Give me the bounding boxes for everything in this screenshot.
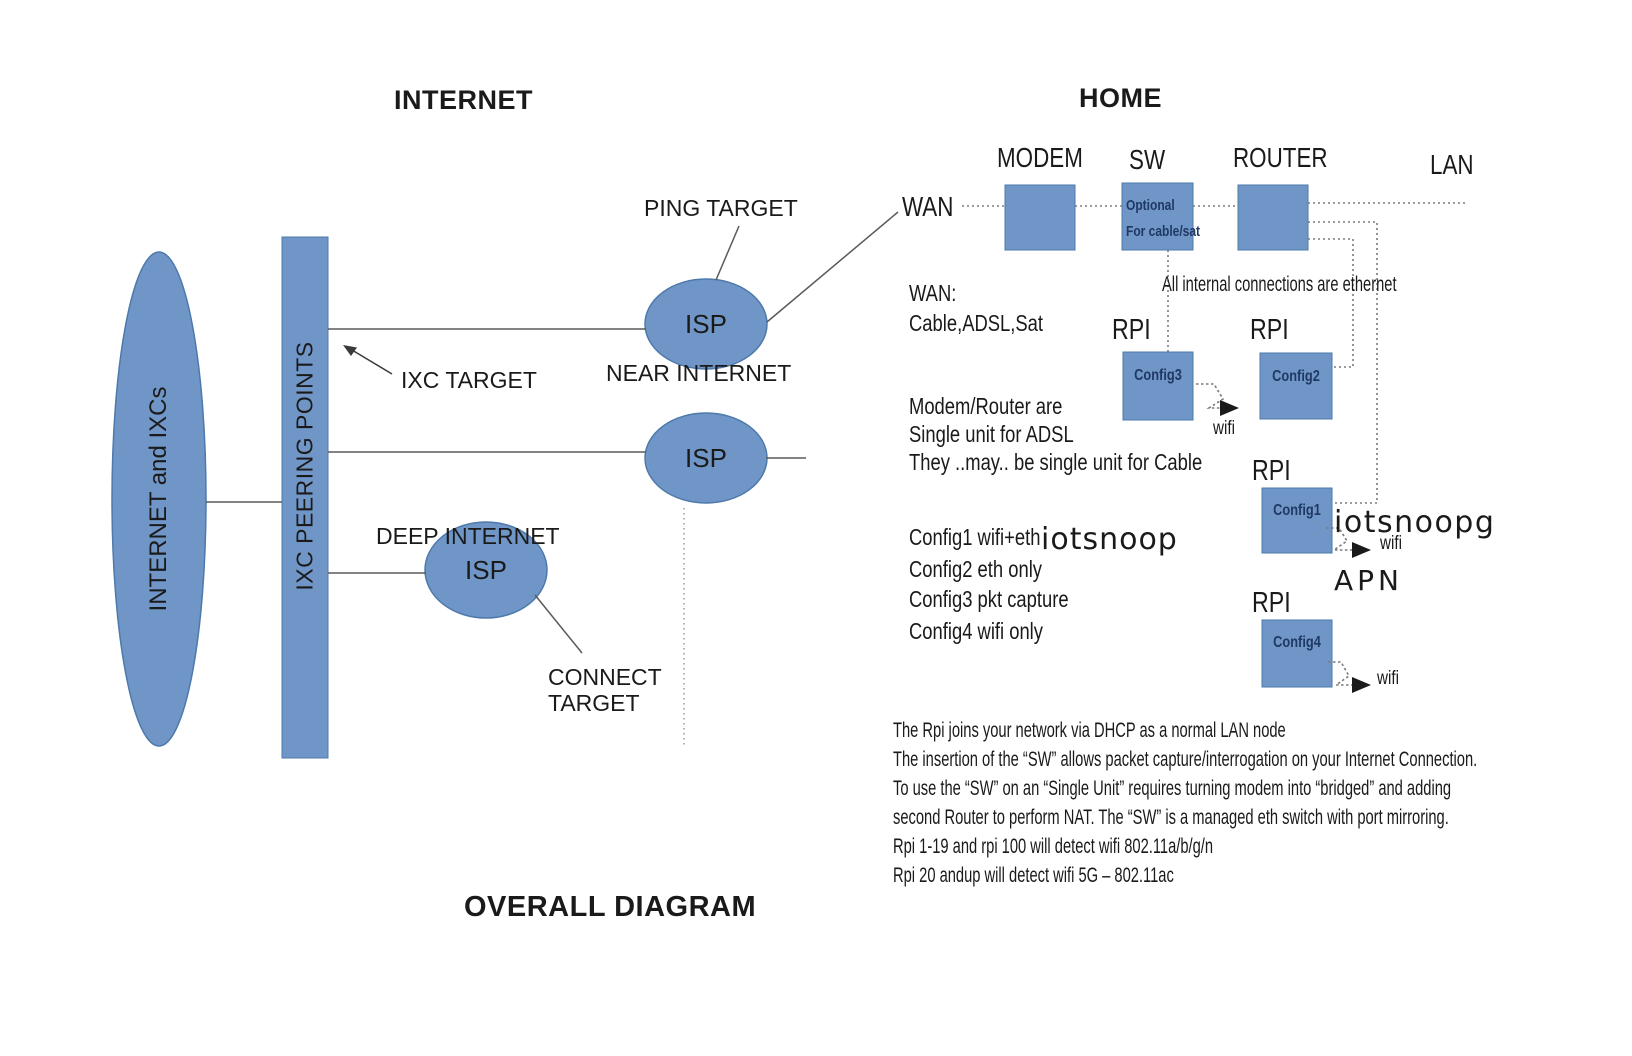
connect-target-line1: CONNECT — [548, 664, 662, 690]
isp-top-ellipse — [644, 278, 768, 370]
modem-note-line3: They ..may.. be single unit for Cable — [909, 449, 1203, 475]
footnote-line2: The insertion of the “SW” allows packet … — [893, 748, 1478, 771]
ixc-target-label: IXC TARGET — [401, 367, 537, 393]
config-list-line3: Config3 pkt capture — [909, 586, 1069, 612]
rpi-config4-box-label: Config4 — [1273, 634, 1321, 651]
isp-deep-label: ISP — [465, 555, 507, 585]
isp-to-wan-line — [766, 211, 899, 323]
router-box — [1237, 184, 1309, 251]
rpi-config3-box-label: Config3 — [1134, 367, 1182, 384]
ping-target-label: PING TARGET — [644, 195, 798, 221]
modem-box — [1004, 184, 1076, 251]
wifi-arrow-icon — [1220, 400, 1239, 416]
wifi-label-config1: wifi — [1380, 533, 1402, 554]
isp-mid-label: ISP — [685, 443, 727, 473]
overall-diagram-title: OVERALL DIAGRAM — [464, 891, 757, 923]
footnotes-block: The Rpi joins your network via DHCP as a… — [893, 716, 1632, 890]
rpi-label-config3: RPI — [1112, 314, 1151, 346]
config4-wifi-link — [1328, 661, 1371, 693]
rpi-label-config4: RPI — [1252, 587, 1291, 619]
rpi-config4-box — [1261, 619, 1333, 688]
ping-target-pointer-line — [715, 225, 740, 281]
modem-label: MODEM — [997, 142, 1083, 173]
footnote-line1: The Rpi joins your network via DHCP as a… — [893, 719, 1286, 742]
wan-label: WAN — [902, 191, 954, 222]
modem-note-line2: Single unit for ADSL — [909, 421, 1074, 447]
config-list-line1: Config1 wifi+eth — [909, 524, 1041, 550]
ixc-target-arrow — [343, 345, 393, 375]
deep-internet-label: DEEP INTERNET — [376, 523, 560, 549]
apn-annotation: APN — [1334, 564, 1403, 597]
connect-target-pointer-line — [534, 594, 583, 654]
rpi-config2-box — [1259, 352, 1333, 420]
router-label: ROUTER — [1233, 142, 1328, 173]
connect-target-label: CONNECT TARGET — [548, 664, 662, 716]
internet-section-title: INTERNET — [394, 85, 533, 115]
sw-note-line1: Optional — [1126, 197, 1175, 214]
router-to-config1-dotted-line — [1308, 221, 1378, 504]
sw-box-note: Optional For cable/sat — [1126, 193, 1200, 245]
config1-wifi-link — [1326, 527, 1371, 558]
wan-note-heading: WAN: — [909, 280, 957, 306]
modem-note-line1: Modem/Router are — [909, 393, 1063, 419]
home-section-title: HOME — [1079, 83, 1162, 113]
wifi-label-config3: wifi — [1213, 418, 1235, 439]
wifi-arrow-icon — [1352, 677, 1371, 693]
rpi-label-config1: RPI — [1252, 455, 1291, 487]
footnote-line5: Rpi 1-19 and rpi 100 will detect wifi 80… — [893, 835, 1214, 858]
near-internet-label: NEAR INTERNET — [606, 360, 792, 386]
footnote-line3: To use the “SW” on an “Single Unit” requ… — [893, 777, 1452, 800]
internet-cloud-ellipse — [111, 251, 207, 747]
lan-label: LAN — [1430, 149, 1474, 180]
connect-target-line2: TARGET — [548, 690, 640, 716]
isp-deep-ellipse — [424, 521, 548, 619]
rpi-config3-box — [1122, 351, 1194, 421]
iotsnoopg-annotation: iotsnoopg — [1334, 505, 1496, 540]
sw-label: SW — [1129, 144, 1166, 175]
ixc-peering-bar — [281, 236, 329, 759]
rpi-label-config2: RPI — [1250, 314, 1289, 346]
wan-note-types: Cable,ADSL,Sat — [909, 310, 1043, 336]
ethernet-note: All internal connections are ethernet — [1162, 273, 1397, 296]
router-to-config2-dotted-line — [1308, 238, 1354, 368]
wifi-label-config4: wifi — [1377, 668, 1399, 689]
config3-wifi-link — [1196, 383, 1239, 416]
sw-note-line2: For cable/sat — [1126, 223, 1201, 240]
rpi-config1-box — [1261, 487, 1333, 554]
internet-cloud-label: INTERNET and IXCs — [144, 386, 172, 612]
footnote-line6: Rpi 20 andup will detect wifi 5G – 802.1… — [893, 864, 1174, 887]
config-list-line2: Config2 eth only — [909, 556, 1042, 582]
peering-bar-label: IXC PEERING POINTS — [291, 341, 318, 591]
footnote-line4: second Router to perform NAT. The “SW” i… — [893, 806, 1449, 829]
rpi-config1-box-label: Config1 — [1273, 502, 1321, 519]
wifi-arrow-icon — [1352, 542, 1371, 558]
sw-box — [1121, 182, 1194, 251]
isp-top-label: ISP — [685, 309, 727, 339]
config-list-line4: Config4 wifi only — [909, 618, 1043, 644]
iotsnoop-annotation: iotsnoop — [1041, 522, 1178, 557]
rpi-config2-box-label: Config2 — [1272, 368, 1320, 385]
